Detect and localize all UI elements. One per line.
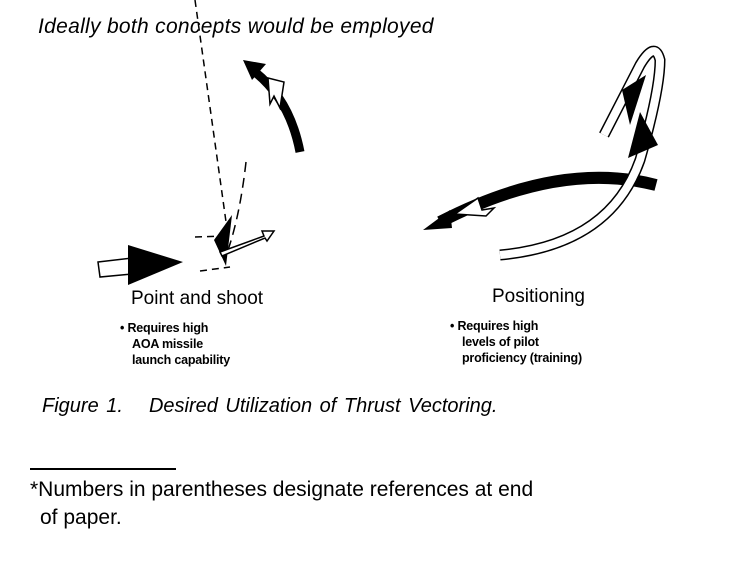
- positioning-requirements: • Requires high levels of pilot proficie…: [450, 318, 582, 366]
- dashed-line: [199, 266, 231, 272]
- dashed-line: [194, 0, 229, 237]
- footnote: *Numbers in parentheses designate refere…: [30, 476, 533, 532]
- requirement-line: • Requires high: [450, 319, 539, 333]
- black-arrowhead: [423, 210, 452, 230]
- figure-caption: Figure 1. Desired Utilization of Thrust V…: [42, 395, 497, 418]
- dashed-trajectory-line: [227, 161, 247, 251]
- white-flight-path-inner: [499, 47, 665, 259]
- point-and-shoot-label: Point and shoot: [131, 288, 264, 309]
- black-flight-path-arc: [252, 68, 305, 153]
- caption-number: Figure 1.: [42, 395, 123, 417]
- point-and-shoot-diagram: [97, 0, 305, 285]
- requirement-line: AOA missile: [132, 337, 203, 351]
- white-tail-rect: [97, 257, 133, 278]
- black-arrowhead: [243, 60, 266, 80]
- white-aircraft-icon: [267, 77, 285, 111]
- black-aircraft-icon: [128, 245, 183, 285]
- requirement-line: levels of pilot: [462, 335, 539, 349]
- footnote-rule: [30, 468, 176, 470]
- white-missile-arrow: [218, 230, 276, 257]
- footnote-line: of paper.: [40, 506, 122, 529]
- positioning-diagram: [423, 45, 666, 261]
- requirement-line: proficiency (training): [462, 351, 582, 365]
- positioning-label: Positioning: [492, 286, 585, 307]
- black-aircraft-icon: [214, 215, 232, 266]
- requirement-line: launch capability: [132, 353, 231, 367]
- footnote-line: *Numbers in parentheses designate refere…: [30, 478, 534, 501]
- black-aircraft-icon: [622, 75, 646, 125]
- white-aircraft-icon: [452, 196, 497, 217]
- requirement-line: • Requires high: [120, 321, 209, 335]
- figure-heading: Ideally both concepts would be employed: [38, 15, 434, 38]
- point-and-shoot-requirements: • Requires high AOA missile launch capab…: [120, 320, 230, 368]
- caption-text: Desired Utilization of Thrust Vectoring.: [148, 395, 498, 417]
- black-aircraft-icon: [628, 112, 658, 158]
